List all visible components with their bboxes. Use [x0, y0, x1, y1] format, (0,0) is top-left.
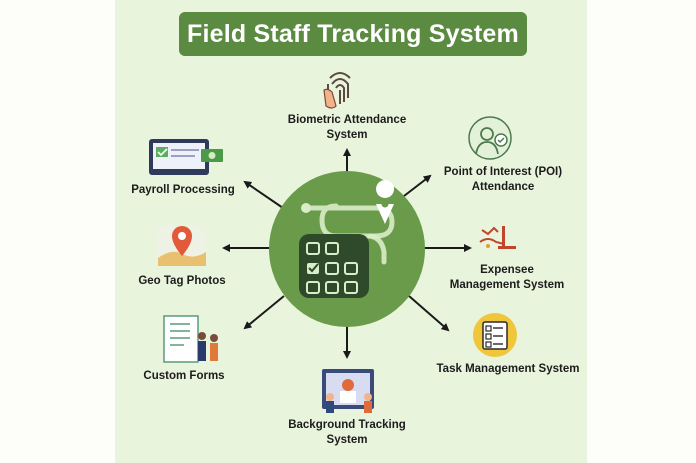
node-forms: Custom Forms — [128, 369, 240, 384]
node-biometric: Biometric Attendance System — [266, 113, 428, 143]
node-background-line2: System — [326, 434, 368, 446]
node-geotag-line1: Geo Tag Photos — [138, 275, 226, 287]
task-checklist-icon — [473, 313, 517, 357]
page-title: Field Staff Tracking System — [187, 19, 519, 48]
node-expense: Expensee Management System — [435, 263, 579, 293]
node-forms-line1: Custom Forms — [143, 370, 225, 382]
map-pin-photo-icon — [158, 226, 206, 266]
node-payroll: Payroll Processing — [118, 183, 248, 198]
people-screen-icon — [322, 369, 374, 413]
node-expense-line1: Expensee — [480, 264, 534, 276]
node-poi-line2: Attendance — [471, 181, 535, 193]
node-task-line1: Task Management System — [436, 363, 580, 375]
node-task: Task Management System — [428, 362, 588, 377]
node-expense-line2: Management System — [449, 279, 565, 291]
arrow-to-poi — [403, 174, 432, 197]
node-poi-line1: Point of Interest (POI) — [443, 166, 563, 178]
person-check-icon — [468, 116, 512, 160]
arrow-to-forms — [243, 295, 285, 330]
node-background-line1: Background Tracking — [288, 419, 406, 431]
node-payroll-line1: Payroll Processing — [131, 184, 235, 196]
fingerprint-icon — [323, 72, 351, 109]
node-background: Background Tracking System — [272, 418, 422, 448]
monitor-cash-icon — [149, 139, 223, 175]
arrow-to-task — [408, 295, 450, 332]
node-biometric-line2: System — [326, 129, 368, 141]
route-pin-checklist-icon — [299, 180, 395, 298]
node-geotag: Geo Tag Photos — [126, 274, 238, 289]
central-hub — [269, 171, 425, 327]
title-banner: Field Staff Tracking System — [179, 12, 527, 56]
node-biometric-line1: Biometric Attendance — [287, 114, 407, 126]
hand-coins-icon — [479, 226, 516, 249]
arrow-to-payroll — [243, 180, 284, 209]
form-people-icon — [163, 315, 218, 363]
node-poi: Point of Interest (POI) Attendance — [428, 165, 578, 195]
arrows — [222, 148, 472, 359]
